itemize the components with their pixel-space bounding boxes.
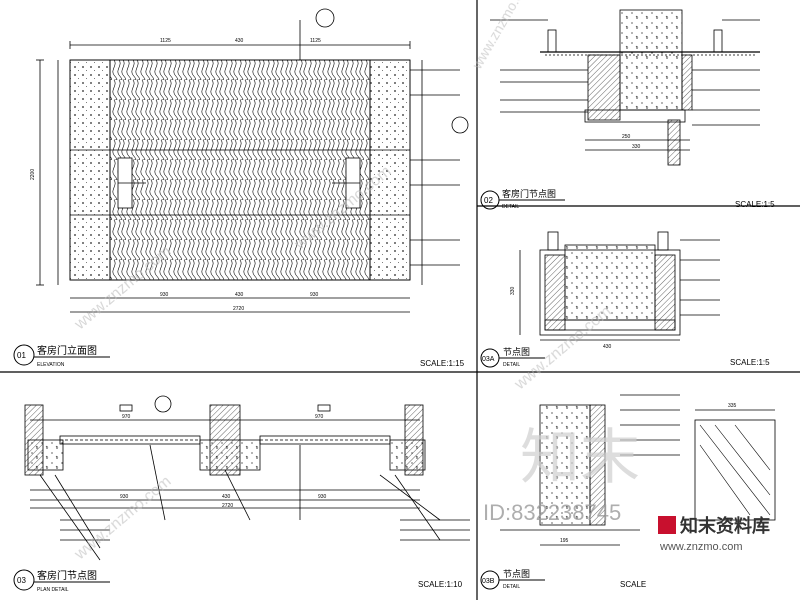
watermark-brand-block: 知末 ID:832238745 知末资料库 www.znzmo.com [483, 424, 770, 553]
watermark-site-3: www.znzmo.com [71, 473, 175, 564]
panel-01-subtitle: ELEVATION [37, 362, 65, 368]
plan-dim-total: 2720 [222, 503, 233, 509]
plan-dim-bottom-2: 430 [222, 494, 231, 500]
panel-02-scale: SCALE:1:5 [735, 200, 775, 209]
panel-03-scale: SCALE:1:10 [418, 580, 463, 589]
detail-03b-drawing [500, 394, 776, 546]
panel-03a-subtitle: DETAIL [503, 362, 520, 368]
elev-dim-top-3: 1125 [310, 38, 321, 44]
watermark-url: www.znzmo.com [659, 541, 743, 553]
elev-dim-bottom-total: 2720 [233, 306, 244, 312]
detail-03a-dim-width: 430 [603, 344, 612, 350]
panel-03-number: 03 [17, 576, 26, 585]
brand-logo-icon [658, 516, 676, 534]
plan-dim-bottom-1: 930 [120, 494, 129, 500]
panel-02-number: 02 [484, 196, 493, 205]
panel-03-subtitle: PLAN DETAIL [37, 587, 69, 593]
watermark-id: ID:832238745 [483, 500, 621, 525]
panel-03-title-text: 客房门节点图 [37, 569, 97, 582]
panel-02-title-text: 客房门节点图 [502, 188, 556, 199]
plan-dim-bottom-3: 930 [318, 494, 327, 500]
plan-detail-03-drawing [24, 395, 470, 561]
elev-dim-left-total: 2200 [30, 169, 36, 180]
panel-01-title-text: 客房门立面图 [37, 344, 97, 357]
plan-dim-top-2: 970 [315, 414, 324, 420]
plan-dim-top-1: 970 [122, 414, 131, 420]
panel-03b-number: 03B [482, 578, 495, 585]
detail-03a-dim-height: 330 [510, 286, 516, 295]
watermark-big-text: 知末 [520, 424, 640, 491]
elev-dim-top-1: 1125 [160, 38, 171, 44]
elevation-drawing [36, 8, 469, 313]
panel-01-scale: SCALE:1:15 [420, 359, 465, 368]
panel-03b-title: 03B 节点图 DETAIL SCALE [480, 569, 646, 590]
elev-dim-bottom-3: 930 [310, 292, 319, 298]
panel-03a-title-text: 节点图 [503, 347, 530, 357]
panel-03a-scale: SCALE:1:5 [730, 358, 770, 367]
panel-03-title: 03 客房门节点图 PLAN DETAIL SCALE:1:10 [13, 569, 463, 593]
detail-03a-drawing [519, 231, 720, 341]
detail-03b-dim-b: 195 [560, 538, 569, 544]
elev-dim-top-2: 430 [235, 38, 244, 44]
panel-02-subtitle: DETAIL [502, 204, 519, 210]
detail-02-drawing [490, 9, 760, 166]
panel-03b-subtitle: DETAIL [503, 584, 520, 590]
panel-03a-number: 03A [482, 356, 495, 363]
watermark-site-5: www.znzmo.com [468, 0, 535, 72]
detail-02-dim-a: 250 [622, 134, 631, 140]
panel-01-title: 01 客房门立面图 ELEVATION SCALE:1:15 [13, 344, 465, 368]
elev-dim-bottom-1: 930 [160, 292, 169, 298]
panel-03a-title: 03A 节点图 DETAIL SCALE:1:5 [480, 347, 770, 368]
watermark-brand: 知末资料库 [680, 515, 770, 536]
panel-01-number: 01 [17, 351, 26, 360]
detail-02-dim-b: 330 [632, 144, 641, 150]
panel-02-title: 02 客房门节点图 DETAIL SCALE:1:5 [480, 188, 775, 210]
panel-03b-scale: SCALE [620, 580, 646, 589]
panel-03b-title-text: 节点图 [503, 569, 530, 579]
detail-03b-dim-a: 335 [728, 403, 737, 409]
elev-dim-bottom-2: 430 [235, 292, 244, 298]
